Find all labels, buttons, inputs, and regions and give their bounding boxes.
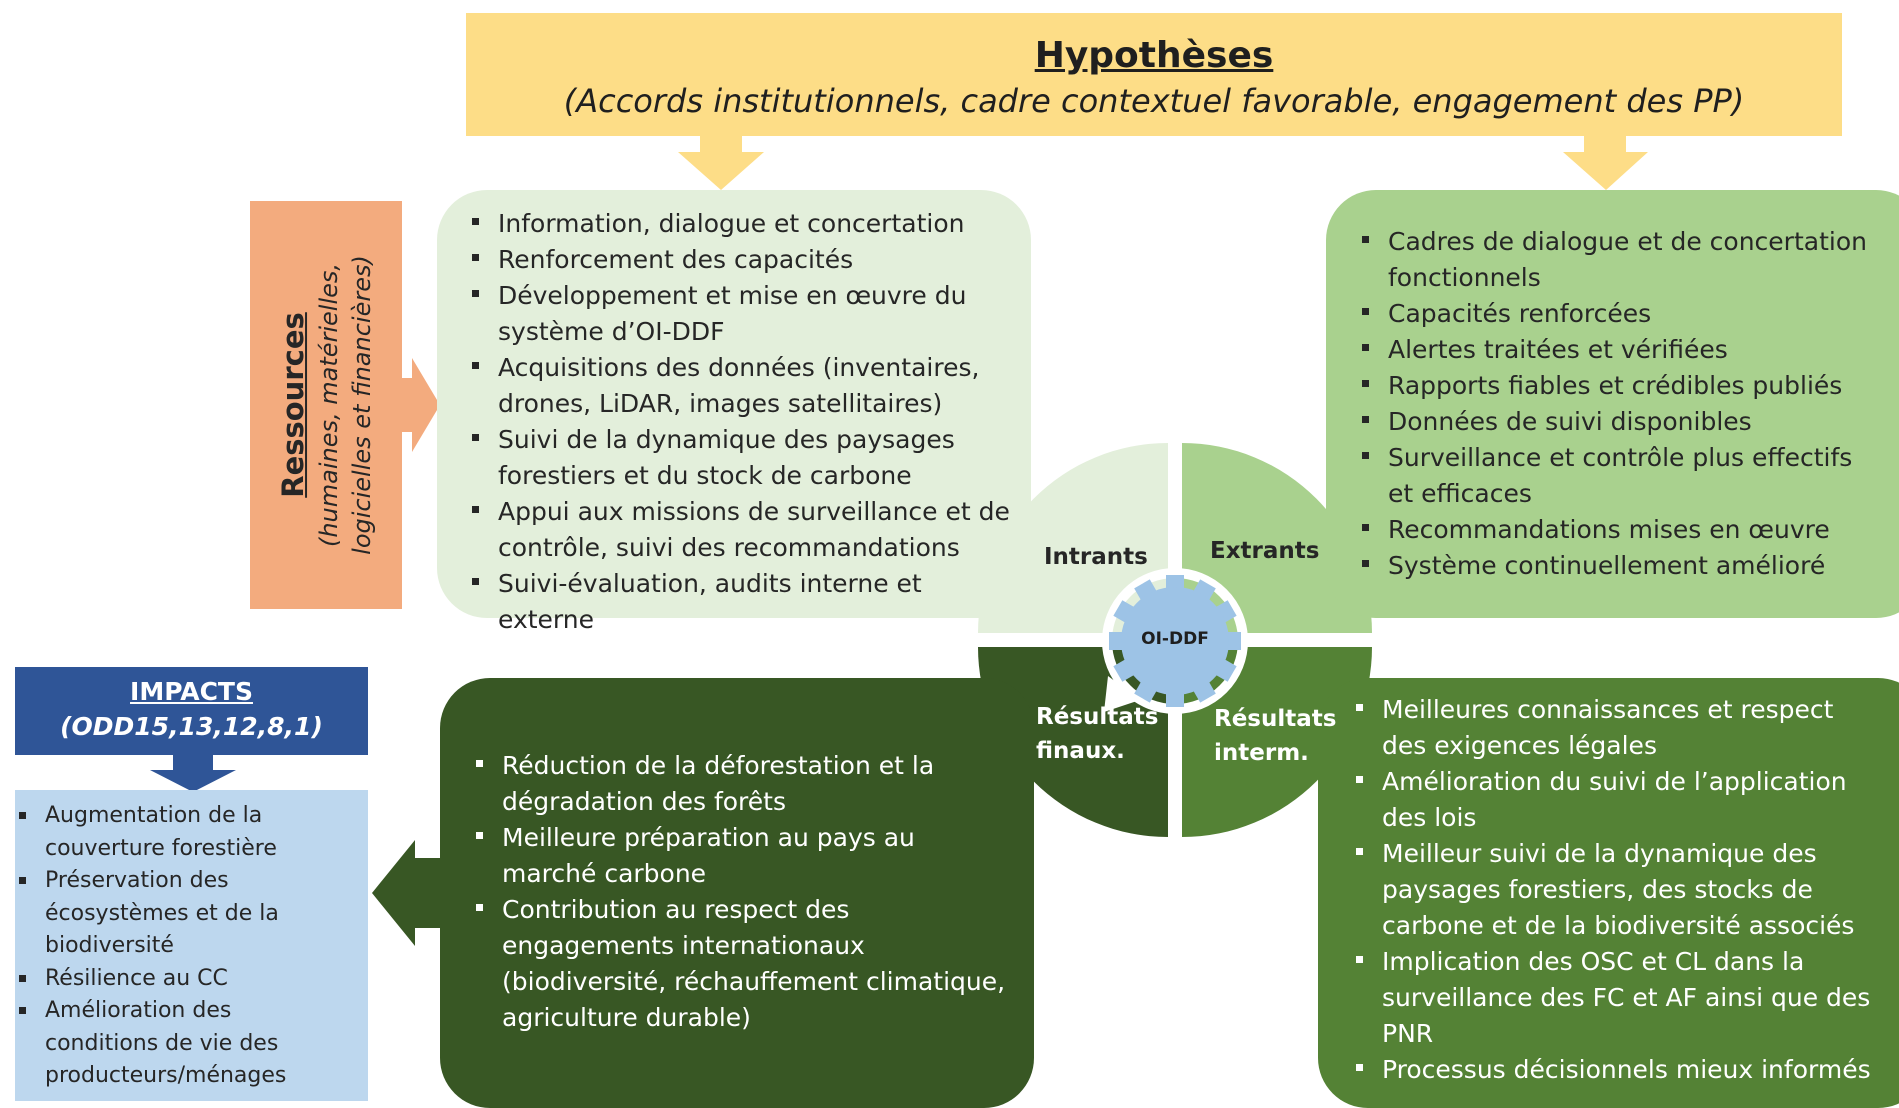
quadrant-extrants bbox=[1182, 443, 1372, 633]
cycle-arrowhead-icon bbox=[1104, 676, 1140, 712]
hypotheses-arrow-right bbox=[1563, 130, 1648, 190]
list-item: Développement et mise en œuvre du systèm… bbox=[468, 278, 1016, 350]
list-item: Préservation des écosystèmes et de la bi… bbox=[15, 865, 345, 963]
list-item: Acquisitions des données (inventaires, d… bbox=[468, 350, 1016, 422]
label-interm-line2: interm. bbox=[1214, 740, 1309, 766]
list-item: Réduction de la déforestation et la dégr… bbox=[472, 748, 1012, 820]
label-resultats-finaux: Résultats finaux. bbox=[1036, 700, 1158, 768]
list-item: Suivi de la dynamique des paysages fores… bbox=[468, 422, 1016, 494]
list-item: Amélioration des conditions de vie des p… bbox=[15, 995, 345, 1093]
quadrant-interm bbox=[1182, 647, 1372, 837]
list-item: Meilleure préparation au pays au marché … bbox=[472, 820, 1012, 892]
impacts-list: Augmentation de la couverture forestière… bbox=[15, 800, 345, 1093]
list-item: Recommandations mises en œuvre bbox=[1358, 512, 1878, 548]
list-item: Implication des OSC et CL dans la survei… bbox=[1352, 944, 1878, 1052]
list-item: Données de suivi disponibles bbox=[1358, 404, 1878, 440]
intrants-box bbox=[437, 190, 1031, 618]
resultats-finaux-box bbox=[440, 678, 1034, 1108]
list-item: Processus décisionnels mieux informés bbox=[1352, 1052, 1878, 1088]
list-item: Augmentation de la couverture forestière bbox=[15, 800, 345, 865]
ressources-box: Ressources (humaines, matérielles, logic… bbox=[250, 201, 402, 609]
hypotheses-banner: Hypothèses (Accords institutionnels, cad… bbox=[466, 13, 1842, 136]
ressources-arrow bbox=[402, 358, 440, 452]
list-item: Résilience au CC bbox=[15, 963, 345, 996]
impacts-arrow-down bbox=[150, 755, 236, 792]
list-item: Cadres de dialogue et de concertation fo… bbox=[1358, 224, 1878, 296]
list-item: Meilleures connaissances et respect des … bbox=[1352, 692, 1878, 764]
intrants-list: Information, dialogue et concertation Re… bbox=[468, 206, 1016, 638]
list-item: Surveillance et contrôle plus effectifs … bbox=[1358, 440, 1878, 512]
ressources-subtitle: (humaines, matérielles, logicielles et f… bbox=[315, 255, 376, 555]
list-item: Système continuellement amélioré bbox=[1358, 548, 1878, 584]
resultats-finaux-list: Réduction de la déforestation et la dégr… bbox=[472, 748, 1012, 1036]
label-resultats-interm: Résultats interm. bbox=[1214, 702, 1336, 770]
extrants-box bbox=[1326, 190, 1899, 618]
list-item: Information, dialogue et concertation bbox=[468, 206, 1016, 242]
list-item: Renforcement des capacités bbox=[468, 242, 1016, 278]
list-item: Appui aux missions de surveillance et de… bbox=[468, 494, 1016, 566]
list-item: Suivi-évaluation, audits interne et exte… bbox=[468, 566, 1016, 638]
ressources-title: Ressources bbox=[276, 312, 311, 498]
list-item: Contribution au respect des engagements … bbox=[472, 892, 1012, 1036]
list-item: Alertes traitées et vérifiées bbox=[1358, 332, 1878, 368]
resultats-interm-list: Meilleures connaissances et respect des … bbox=[1352, 692, 1878, 1088]
label-intrants: Intrants bbox=[1044, 544, 1148, 570]
label-finaux-line1: Résultats bbox=[1036, 704, 1159, 730]
finaux-to-impacts-arrow bbox=[372, 840, 453, 946]
list-item: Rapports fiables et crédibles publiés bbox=[1358, 368, 1878, 404]
list-item: Amélioration du suivi de l’application d… bbox=[1352, 764, 1878, 836]
resultats-interm-box bbox=[1318, 678, 1899, 1108]
impacts-box: Augmentation de la couverture forestière… bbox=[15, 790, 368, 1101]
center-label: OI-DDF bbox=[1141, 629, 1209, 649]
extrants-list: Cadres de dialogue et de concertation fo… bbox=[1358, 224, 1878, 584]
impacts-header: IMPACTS (ODD15,13,12,8,1) bbox=[15, 667, 368, 755]
cycle-ring bbox=[1102, 568, 1248, 714]
impacts-title: IMPACTS bbox=[130, 677, 253, 706]
label-interm-line1: Résultats bbox=[1214, 706, 1337, 732]
label-extrants: Extrants bbox=[1210, 538, 1320, 564]
list-item: Capacités renforcées bbox=[1358, 296, 1878, 332]
hypotheses-subtitle: (Accords institutionnels, cadre contextu… bbox=[563, 82, 1745, 120]
gear-icon bbox=[1109, 575, 1241, 707]
hypotheses-arrow-left bbox=[678, 130, 764, 190]
label-finaux-line2: finaux. bbox=[1036, 738, 1125, 764]
impacts-subtitle: (ODD15,13,12,8,1) bbox=[60, 712, 323, 741]
list-item: Meilleur suivi de la dynamique des paysa… bbox=[1352, 836, 1878, 944]
hypotheses-title: Hypothèses bbox=[1034, 35, 1274, 76]
